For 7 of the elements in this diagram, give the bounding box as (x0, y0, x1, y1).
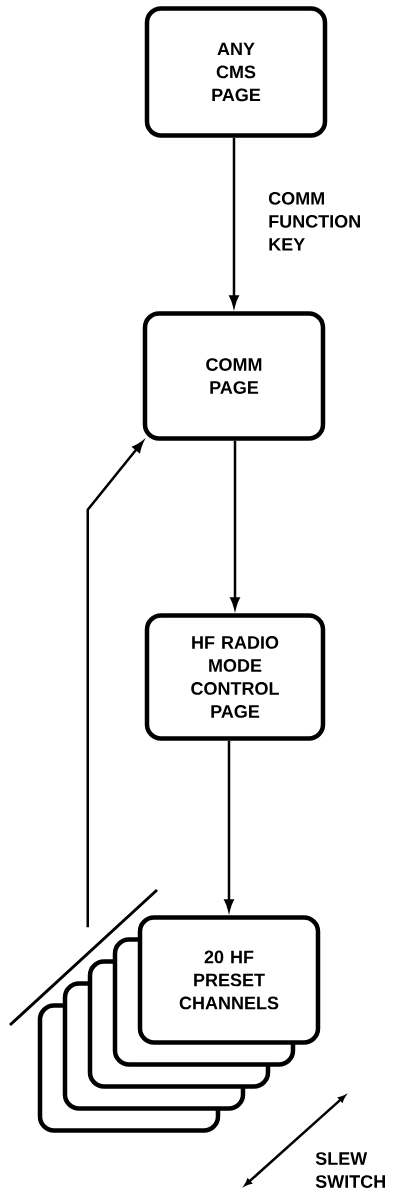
page-box: 20 HF PRESET CHANNELS (137, 915, 321, 1045)
arrow (86, 440, 144, 928)
page-box: ANY CMS PAGE (144, 6, 328, 138)
page-box: HF RADIO MODE CONTROL PAGE (144, 613, 326, 741)
edge-label: COMM FUNCTION KEY (268, 191, 360, 251)
switch-label: SLEW SWITCH (315, 1152, 385, 1188)
page-box: COMM PAGE (142, 311, 326, 441)
